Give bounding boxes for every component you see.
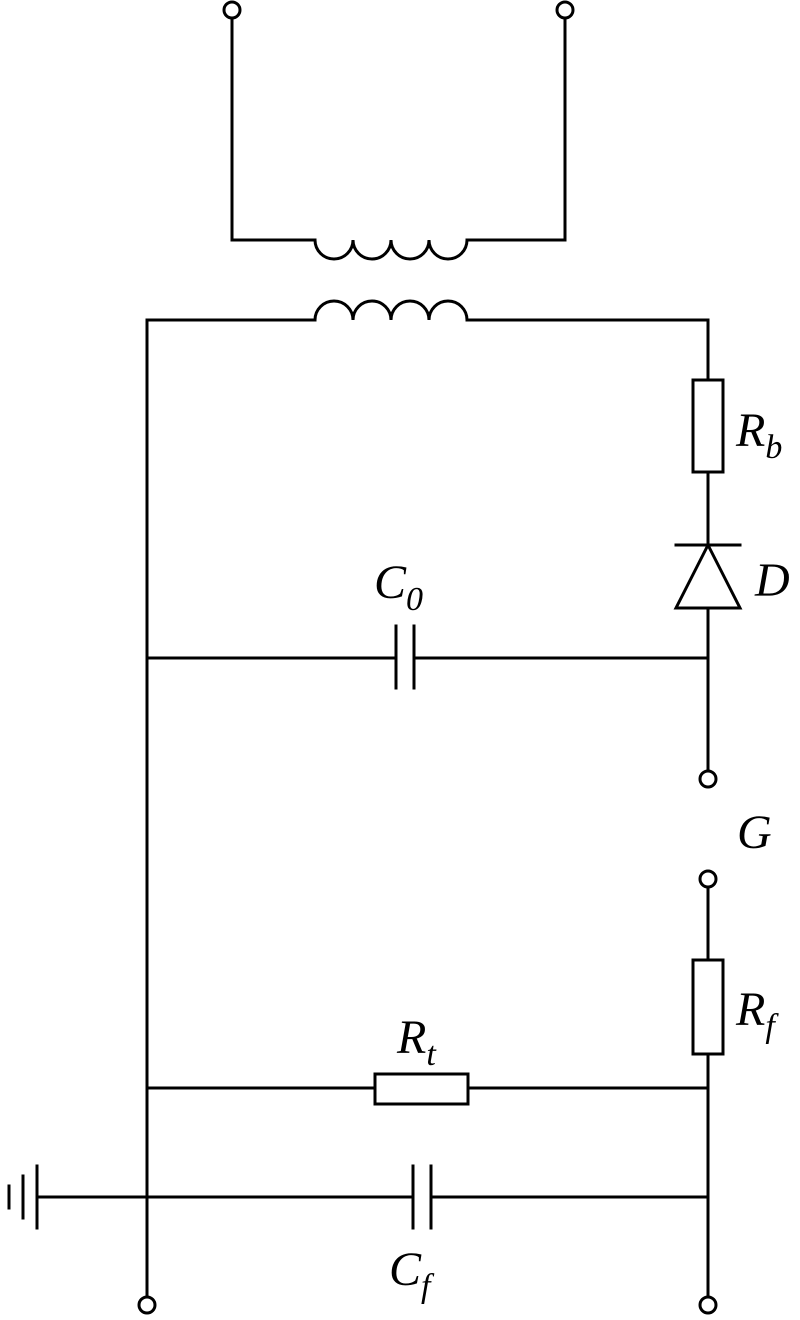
input-terminal-left: [222, 0, 242, 20]
primary-winding: [222, 0, 575, 261]
output-terminal-right: [698, 1295, 718, 1315]
label-rb: Rb: [735, 404, 782, 466]
resistor-rt: [145, 1072, 710, 1106]
capacitor-c0: [145, 624, 710, 690]
gap-terminal-upper: [698, 769, 718, 789]
label-rt: Rt: [396, 1011, 437, 1073]
input-terminal-right: [555, 0, 575, 20]
label-rf: Rf: [735, 983, 779, 1045]
gap-terminal-lower: [698, 869, 718, 889]
resistor-rb: [691, 378, 725, 474]
diode-d: [673, 541, 743, 610]
label-d: D: [754, 554, 790, 607]
resistor-rf: [691, 958, 725, 1056]
ground-icon: [7, 1164, 39, 1230]
capacitor-cf: [35, 1164, 710, 1230]
label-c0: C0: [374, 556, 423, 618]
secondary-winding: [145, 299, 710, 382]
label-g: G: [737, 806, 772, 859]
label-cf: Cf: [389, 1243, 435, 1305]
output-terminal-left: [137, 1295, 157, 1315]
